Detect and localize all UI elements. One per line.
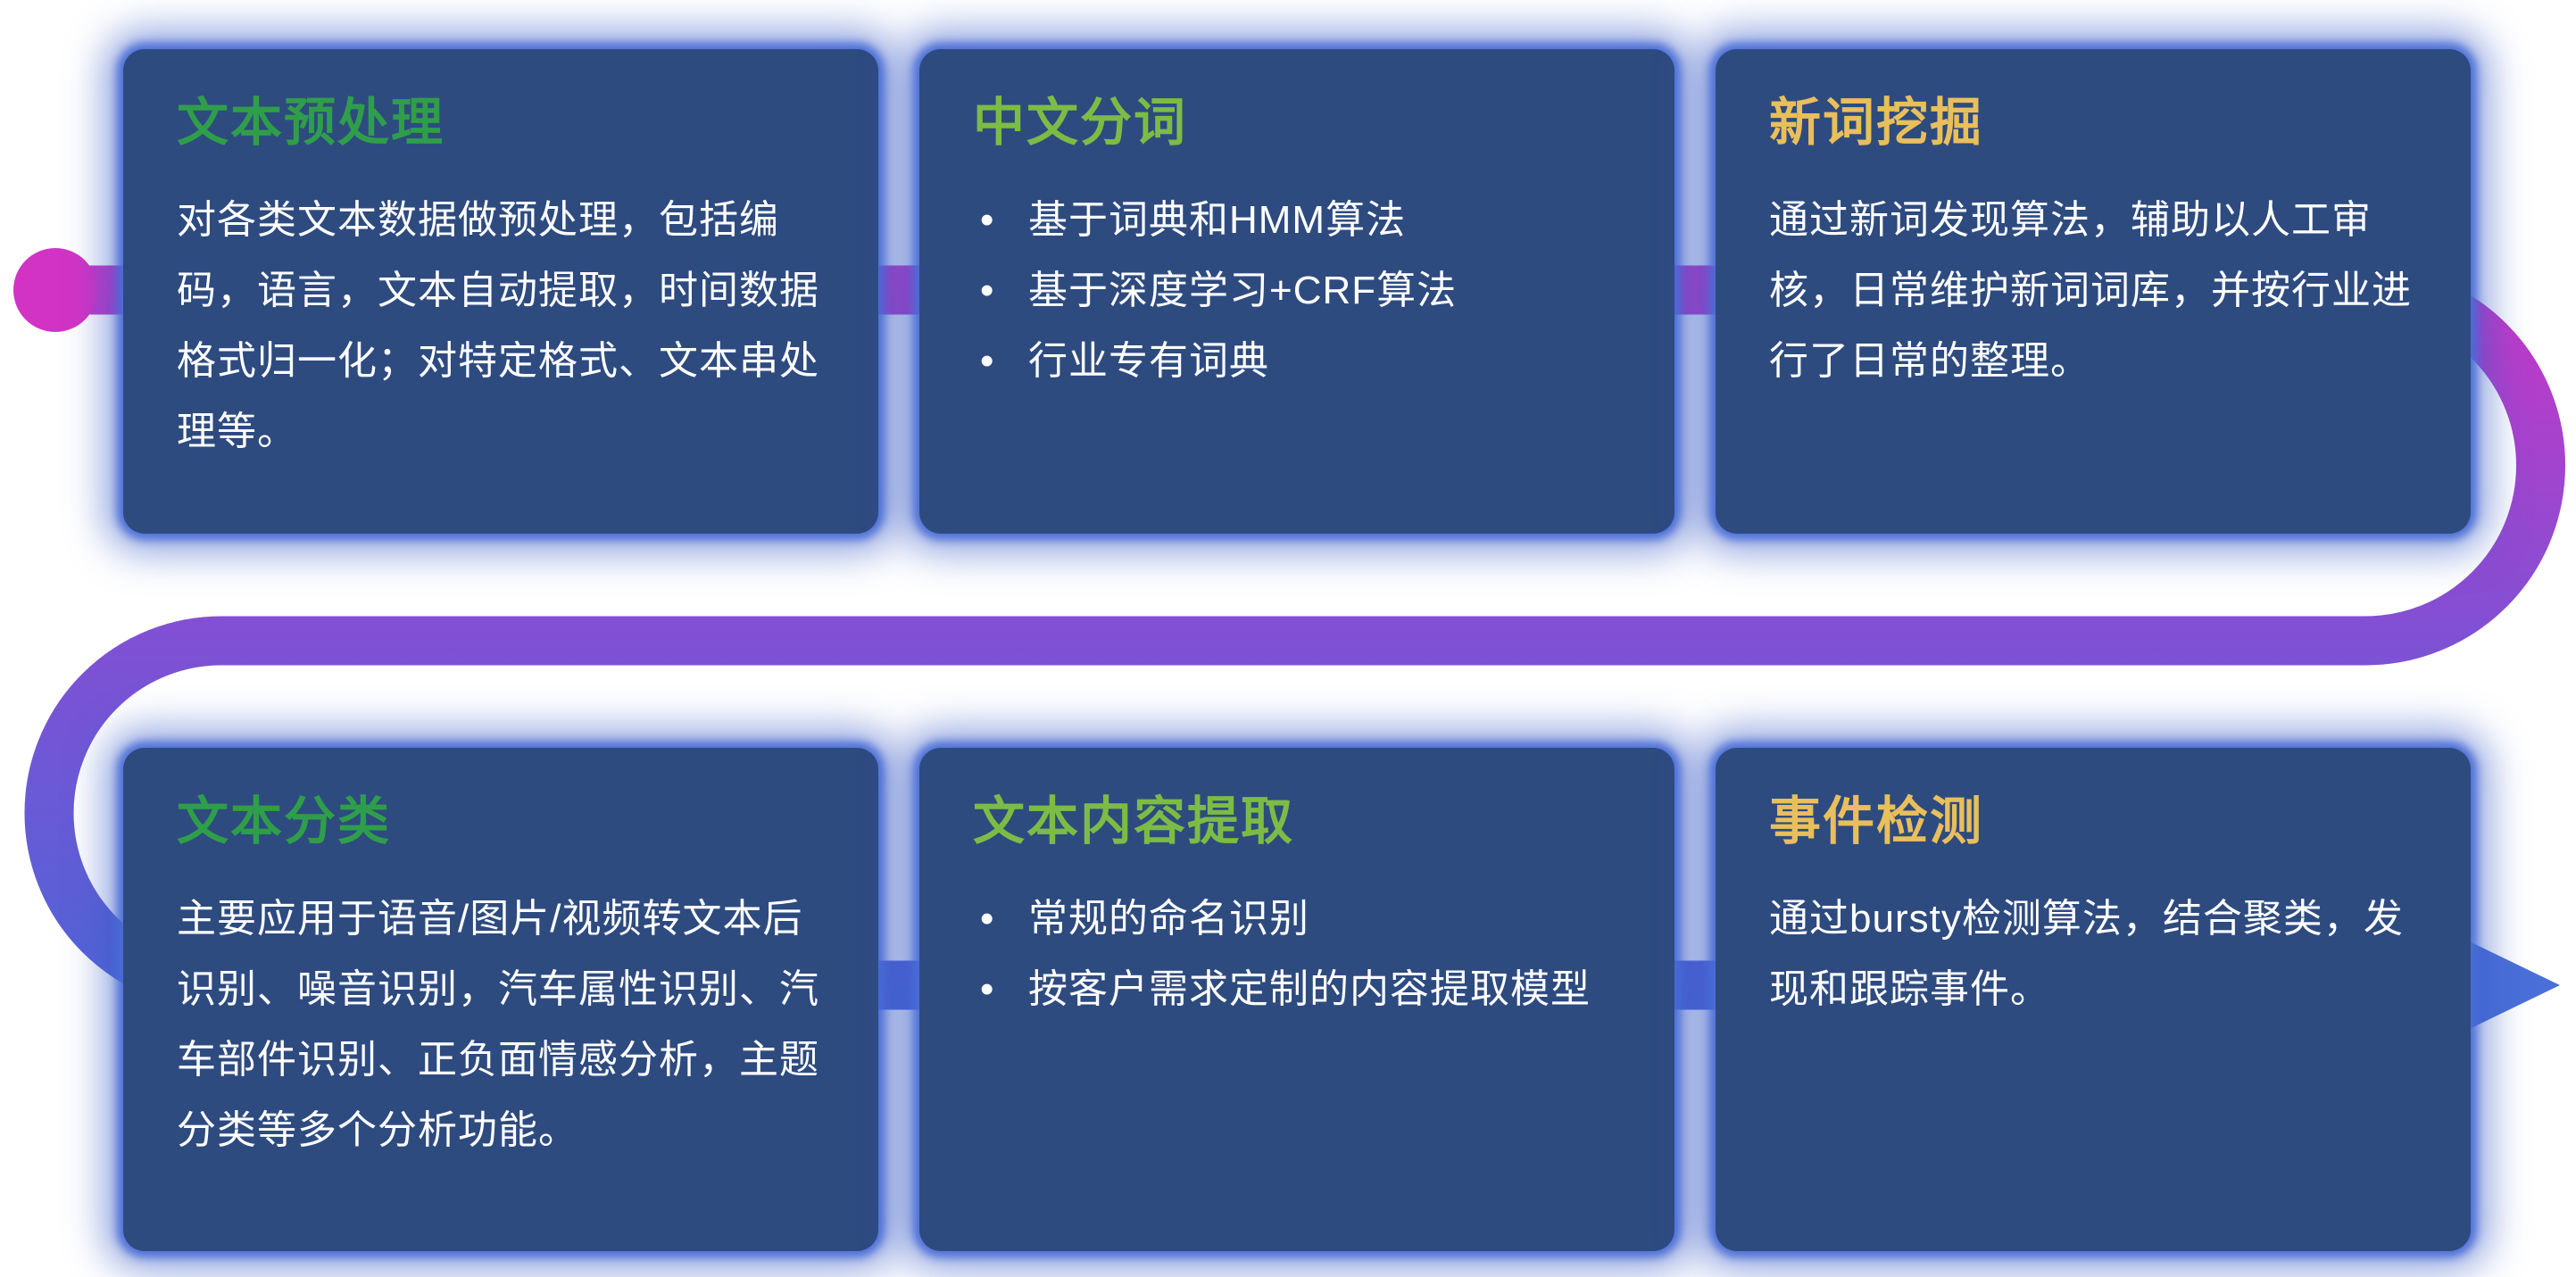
card-body: 对各类文本数据做预处理，包括编码，语言，文本自动提取，时间数据格式归一化；对特定… [177, 197, 819, 454]
card-body: 通过bursty检测算法，结合聚类，发现和跟踪事件。 [1769, 896, 2404, 1011]
flow-start-dot-icon [13, 248, 97, 332]
card-text-preprocessing: 文本预处理 对各类文本数据做预处理，包括编码，语言，文本自动提取，时间数据格式归… [123, 49, 878, 534]
card-title: 文本预处理 [177, 94, 445, 152]
card-title: 文本分类 [177, 792, 392, 850]
bullet-item: 基于词典和HMM算法 [973, 185, 1621, 255]
card-bullet-list: 常规的命名识别 按客户需求定制的内容提取模型 [973, 883, 1621, 1025]
card-title: 中文分词 [973, 94, 1188, 152]
card-title: 事件检测 [1769, 792, 1984, 850]
card-chinese-word-segmentation: 中文分词 基于词典和HMM算法 基于深度学习+CRF算法 行业专有词典 [919, 49, 1674, 534]
card-title: 文本内容提取 [973, 792, 1295, 850]
flow-path [24, 265, 2565, 1010]
card-body: 通过新词发现算法，辅助以人工审核，日常维护新词词库，并按行业进行了日常的整理。 [1769, 197, 2412, 383]
card-text-content-extraction: 文本内容提取 常规的命名识别 按客户需求定制的内容提取模型 [919, 748, 1674, 1251]
bullet-item: 常规的命名识别 [973, 883, 1621, 954]
card-title: 新词挖掘 [1769, 94, 1984, 152]
bullet-item: 按客户需求定制的内容提取模型 [973, 954, 1621, 1024]
card-bullet-list: 基于词典和HMM算法 基于深度学习+CRF算法 行业专有词典 [973, 185, 1621, 397]
bullet-item: 基于深度学习+CRF算法 [973, 255, 1621, 326]
card-event-detection: 事件检测 通过bursty检测算法，结合聚类，发现和跟踪事件。 [1716, 748, 2471, 1251]
card-new-word-mining: 新词挖掘 通过新词发现算法，辅助以人工审核，日常维护新词词库，并按行业进行了日常… [1716, 49, 2471, 534]
card-text-classification: 文本分类 主要应用于语音/图片/视频转文本后识别、噪音识别，汽车属性识别、汽车部… [123, 748, 878, 1251]
card-body: 主要应用于语音/图片/视频转文本后识别、噪音识别，汽车属性识别、汽车部件识别、正… [177, 896, 819, 1153]
bullet-item: 行业专有词典 [973, 326, 1621, 396]
flow-arrow-icon [2453, 933, 2560, 1037]
